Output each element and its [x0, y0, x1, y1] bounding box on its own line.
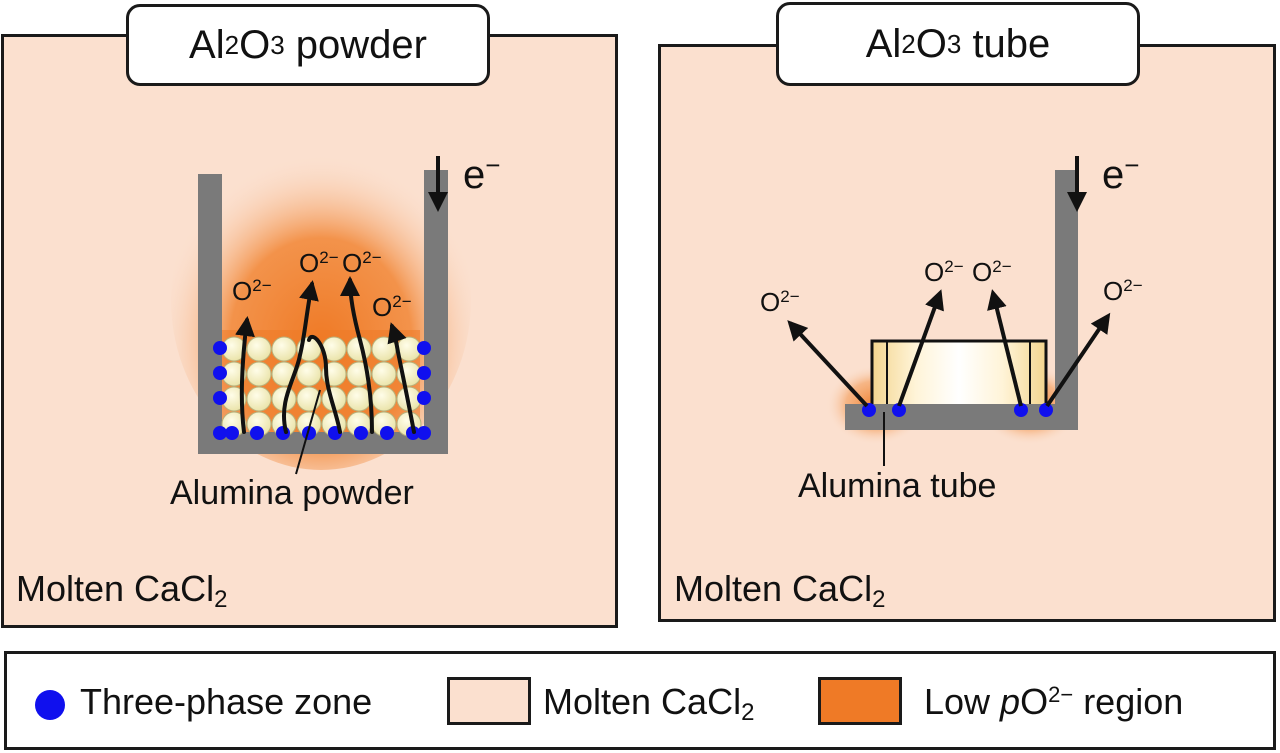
three-phase-dot	[250, 426, 264, 440]
oxide-arrows-right	[787, 289, 1111, 408]
three-phase-dot	[417, 341, 431, 355]
legend-three-phase-label: Three-phase zone	[80, 681, 373, 722]
three-phase-dot	[354, 426, 368, 440]
low-po-swatch-icon	[818, 677, 902, 725]
three-phase-dot	[276, 426, 290, 440]
alumina-particle	[371, 361, 397, 387]
electron-label-left: e−	[463, 150, 501, 197]
oxide-paths-left	[235, 276, 416, 434]
caption-alumina-powder: Alumina powder	[170, 474, 414, 512]
three-phase-dot	[213, 366, 227, 380]
oxide-ion-label: O2−	[232, 276, 272, 306]
alumina-particle	[271, 336, 297, 362]
alumina-particle	[246, 386, 272, 412]
three-phase-dot-icon	[35, 690, 65, 720]
three-phase-dot	[417, 426, 431, 440]
alumina-particle	[371, 386, 397, 412]
oxide-ion-label: O2−	[760, 287, 800, 317]
oxide-ion-label: O2−	[342, 248, 382, 278]
alumina-particle	[246, 336, 272, 362]
oxide-ion-label: O2−	[1103, 276, 1143, 306]
molten-cacl2-label-right: Molten CaCl2	[674, 568, 886, 613]
three-phase-dots-left	[213, 341, 431, 440]
electron-label-right: e−	[1102, 150, 1140, 197]
alumina-particle	[296, 361, 322, 387]
three-phase-dot	[225, 426, 239, 440]
legend-box	[4, 651, 1276, 750]
caption-pointer-left	[295, 389, 321, 475]
alumina-particle	[371, 336, 397, 362]
caption-alumina-tube: Alumina tube	[798, 467, 997, 505]
oxide-ion-label: O2−	[372, 292, 412, 322]
three-phase-dot	[302, 426, 316, 440]
molten-swatch-icon	[447, 677, 531, 725]
alumina-particle	[346, 386, 372, 412]
three-phase-dot	[213, 341, 227, 355]
three-phase-dot	[213, 426, 227, 440]
three-phase-dot	[417, 366, 431, 380]
oxide-ion-label: O2−	[972, 257, 1012, 287]
three-phase-dot	[380, 426, 394, 440]
legend-molten-label: Molten CaCl2	[543, 681, 755, 726]
right-panel-tube	[658, 44, 1276, 622]
legend-low-po-label: Low pO2− region	[924, 681, 1184, 722]
oxide-ion-label: O2−	[924, 257, 964, 287]
alumina-particle	[246, 361, 272, 387]
three-phase-dot	[417, 391, 431, 405]
three-phase-dot	[213, 391, 227, 405]
oxide-ion-label: O2−	[299, 248, 339, 278]
molten-cacl2-label-left: Molten CaCl2	[16, 568, 228, 613]
